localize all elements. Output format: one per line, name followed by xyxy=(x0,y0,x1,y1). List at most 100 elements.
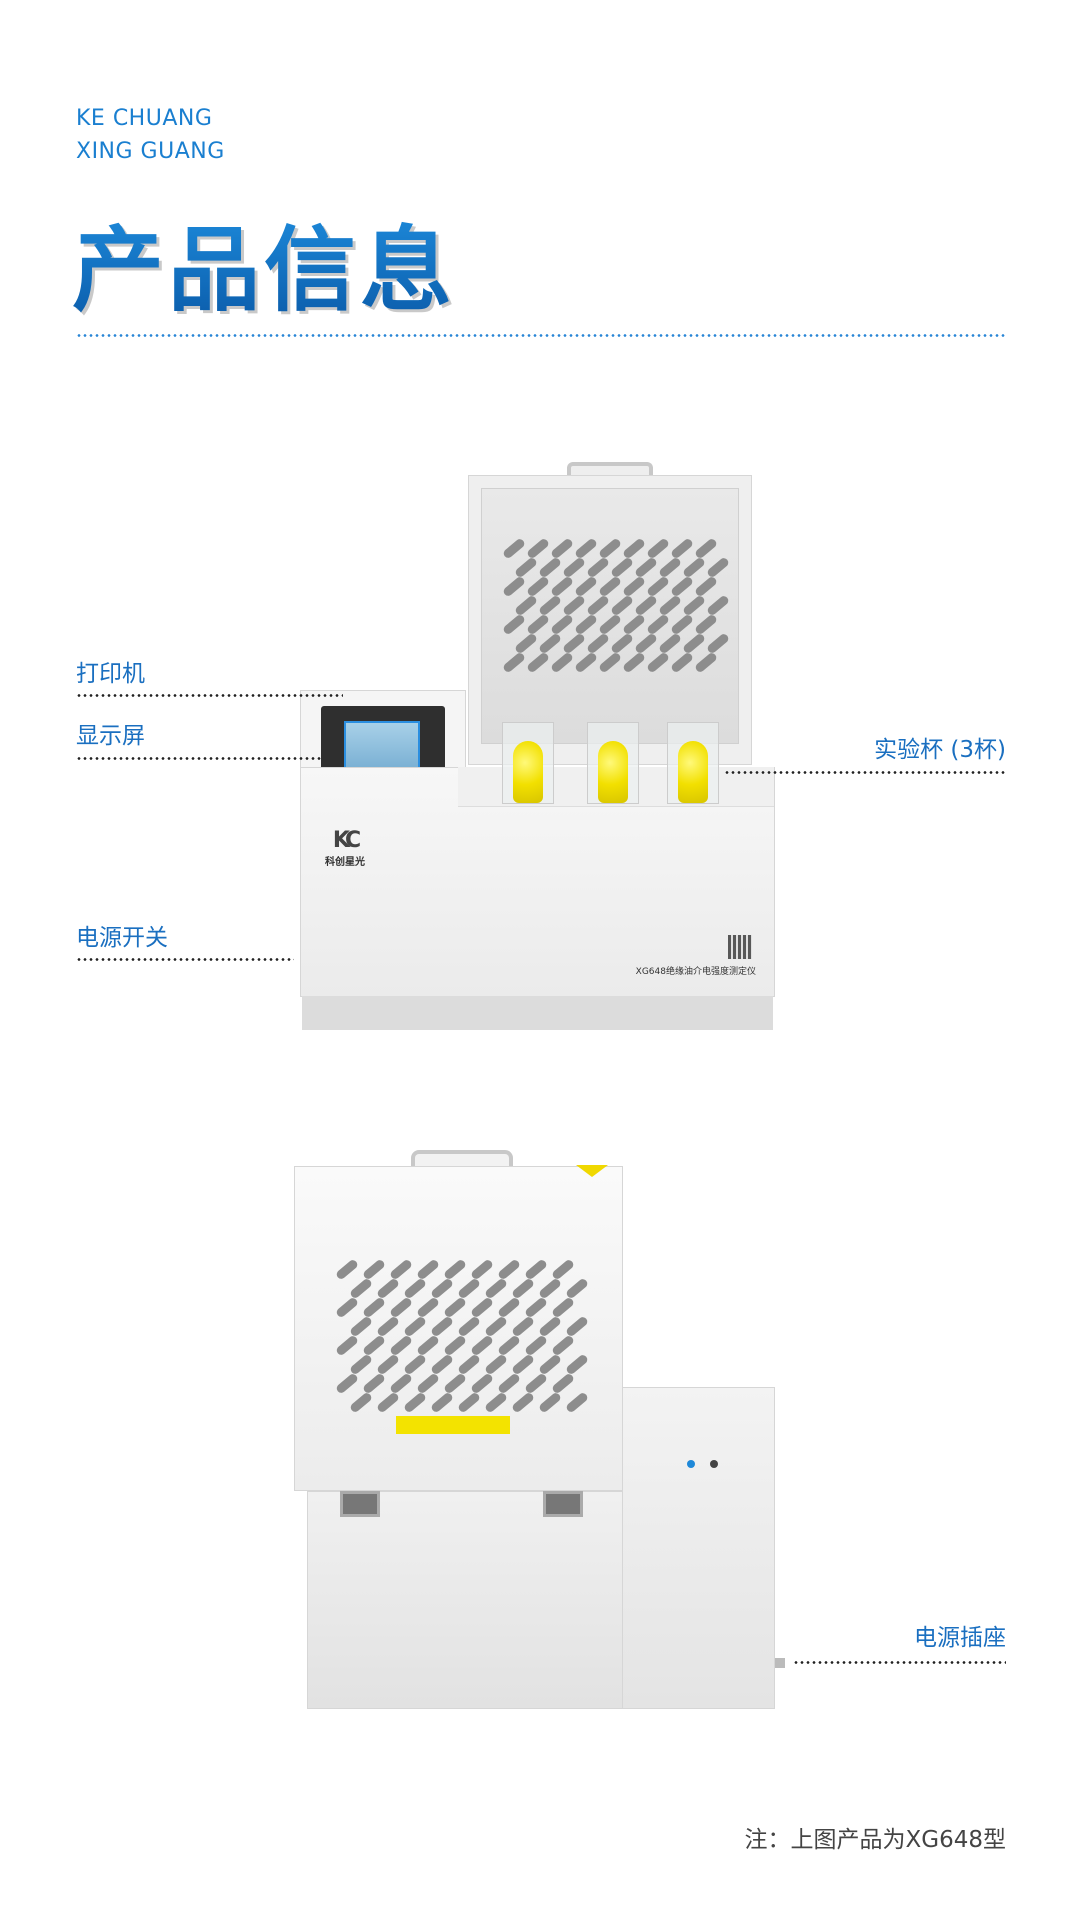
vent-slot xyxy=(510,1277,535,1300)
vent-slot xyxy=(456,1391,481,1414)
lid-handle xyxy=(567,462,653,476)
page-title: 产品信息 xyxy=(72,196,456,329)
hinge xyxy=(543,1491,583,1517)
vent-slot xyxy=(456,1353,481,1376)
vent-slot xyxy=(585,632,611,655)
vent-slot xyxy=(564,1315,589,1338)
vent-slot xyxy=(348,1353,373,1376)
vent-slot xyxy=(537,1277,562,1300)
warning-sticker xyxy=(396,1416,510,1434)
vent-slot xyxy=(496,1334,522,1357)
vent-slot xyxy=(525,575,551,598)
vent-slot xyxy=(550,1296,576,1319)
vent-slot xyxy=(496,1296,522,1319)
vent-slot xyxy=(621,651,647,674)
vent-slot xyxy=(501,651,527,674)
vent-slot xyxy=(523,1296,549,1319)
logo-mark-icon: KC xyxy=(332,828,361,853)
callout-test-cups: 实验杯 (3杯) xyxy=(874,737,1006,763)
logo-text: 科创星光 xyxy=(325,857,365,868)
vent-slot xyxy=(361,1372,387,1395)
vent-slot xyxy=(564,1353,589,1376)
title-divider xyxy=(76,334,1006,337)
vent-slot xyxy=(348,1277,373,1300)
vent-slot xyxy=(597,613,623,636)
callout-power-socket: 电源插座 xyxy=(914,1625,1006,1651)
vent-slot xyxy=(549,537,575,560)
vent-slot xyxy=(621,537,647,560)
vent-slot xyxy=(388,1296,414,1319)
callout-power-switch-leader xyxy=(76,958,294,961)
vent-slot xyxy=(375,1277,400,1300)
display-panel xyxy=(321,706,445,798)
callout-display: 显示屏 xyxy=(76,723,145,749)
vent-slot xyxy=(681,594,707,617)
vent-slot xyxy=(537,632,563,655)
vent-slot xyxy=(513,594,539,617)
vent-slot xyxy=(429,1353,454,1376)
vent-slot xyxy=(402,1277,427,1300)
vent-slot xyxy=(334,1372,360,1395)
vent-slot xyxy=(549,575,575,598)
vent-slot xyxy=(597,537,623,560)
vent-slot xyxy=(375,1391,400,1414)
qr-code-icon xyxy=(728,935,752,959)
vent-slot xyxy=(525,613,551,636)
vent-slot xyxy=(573,651,599,674)
vent-slot xyxy=(645,537,671,560)
vent-slot xyxy=(561,556,587,579)
vent-slot xyxy=(537,1353,562,1376)
electrode xyxy=(678,741,708,803)
vent-slot xyxy=(657,556,683,579)
vent-slot xyxy=(442,1334,468,1357)
vent-slot xyxy=(523,1372,549,1395)
printer-housing xyxy=(300,690,466,790)
closed-lid xyxy=(294,1165,623,1491)
vent-slot xyxy=(550,1334,576,1357)
vent-slot xyxy=(388,1334,414,1357)
vent-grille xyxy=(334,1258,589,1414)
vent-slot xyxy=(705,632,731,655)
vent-slot xyxy=(415,1372,441,1395)
vent-slot xyxy=(633,556,659,579)
vent-slot xyxy=(705,594,731,617)
vent-slot xyxy=(501,613,527,636)
vent-slot xyxy=(523,1334,549,1357)
callout-power-socket-leader xyxy=(793,1661,1006,1664)
vent-slot xyxy=(693,651,719,674)
right-housing xyxy=(620,1387,775,1709)
vent-slot xyxy=(523,1258,549,1281)
vent-slot xyxy=(537,594,563,617)
vent-slot xyxy=(537,1391,562,1414)
vent-slot xyxy=(456,1315,481,1338)
vent-slot xyxy=(525,651,551,674)
vent-slot xyxy=(469,1296,495,1319)
vent-slot xyxy=(645,575,671,598)
vent-slot xyxy=(645,651,671,674)
open-lid xyxy=(468,475,752,765)
vent-slot xyxy=(645,613,671,636)
screen xyxy=(344,721,420,781)
model-label: XG648绝缘油介电强度测定仪 xyxy=(635,967,756,977)
vent-slot xyxy=(361,1296,387,1319)
vent-slot xyxy=(388,1258,414,1281)
indicator-led-blue xyxy=(687,1460,695,1468)
vent-slot xyxy=(561,594,587,617)
vent-slot xyxy=(375,1315,400,1338)
vent-slot xyxy=(609,594,635,617)
vent-slot xyxy=(669,575,695,598)
logo: KC 科创星光 xyxy=(325,828,365,868)
vent-slot xyxy=(564,1391,589,1414)
vent-slot xyxy=(621,613,647,636)
vent-slot xyxy=(669,613,695,636)
vent-slot xyxy=(549,613,575,636)
vent-slot xyxy=(442,1258,468,1281)
callout-printer: 打印机 xyxy=(76,661,145,687)
warning-triangle-icon xyxy=(576,1165,608,1177)
brand-line-1: KE CHUANG xyxy=(76,106,213,131)
vent-slot xyxy=(585,594,611,617)
vent-slot xyxy=(429,1391,454,1414)
vent-slot xyxy=(348,1315,373,1338)
vent-slot xyxy=(561,632,587,655)
vent-slot xyxy=(681,556,707,579)
